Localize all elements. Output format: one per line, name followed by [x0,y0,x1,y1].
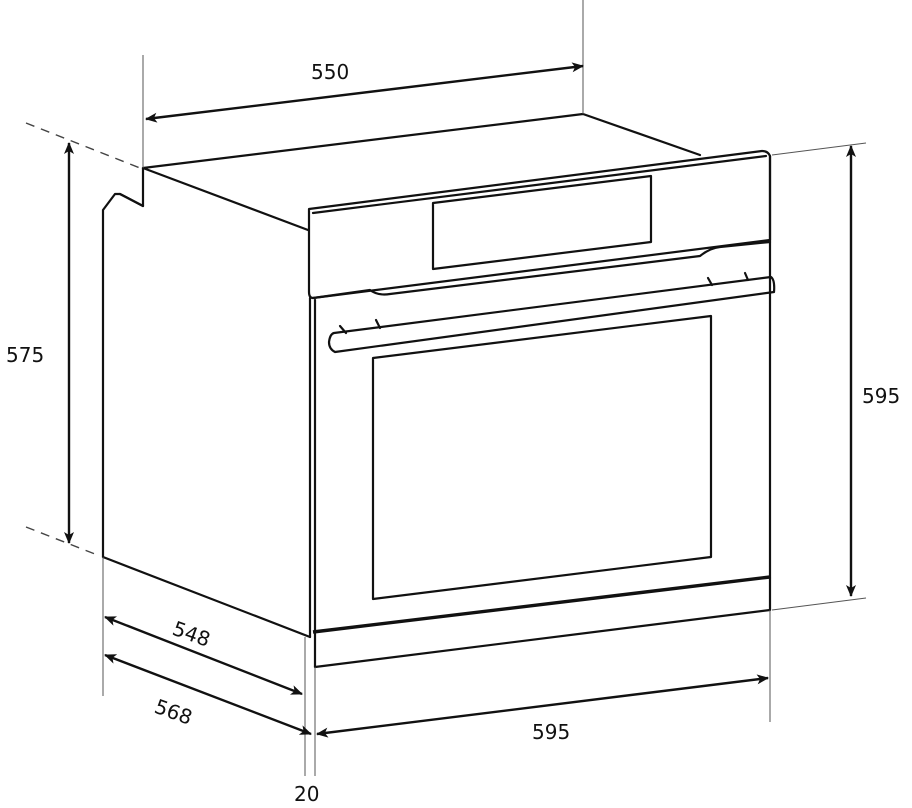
door-handle [327,275,776,354]
dim-label-panel-thickness: 20 [294,782,320,806]
door-window [371,314,713,601]
dim-label-top-depth: 550 [311,60,350,84]
oven-door [308,154,776,669]
dim-arrow-550 [145,62,584,123]
dim-label-body-height: 575 [6,343,45,367]
dim-label-front-height: 595 [862,384,901,408]
extension-lines [25,0,867,776]
control-panel [307,149,772,300]
dim-label-front-width: 595 [532,720,571,744]
dim-arrow-595-width [316,674,769,738]
dimension-arrows [64,62,856,738]
oven-body-outline [101,112,702,639]
dim-arrow-568 [104,653,312,736]
